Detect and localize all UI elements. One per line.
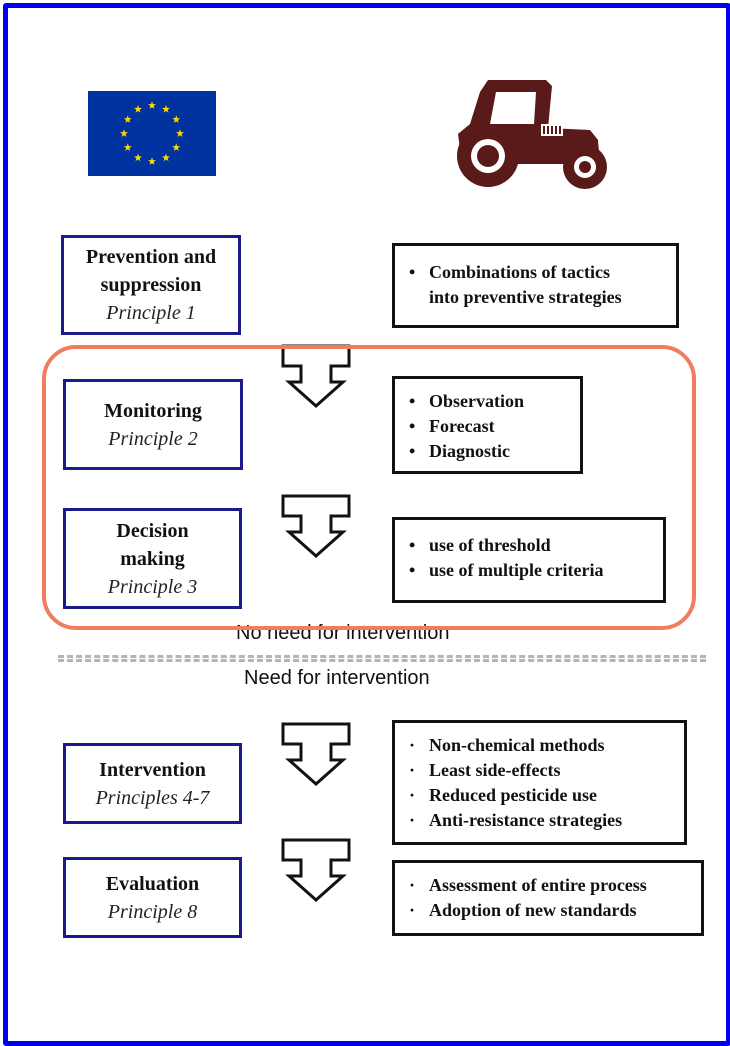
principle-number: Principle 2 <box>108 427 198 450</box>
principle-box-intervention: Intervention Principles 4-7 <box>63 743 242 824</box>
eu-star-icon <box>123 143 132 151</box>
eu-star-icon <box>120 129 128 137</box>
principle-number: Principle 8 <box>107 900 198 923</box>
principle-box-monitoring: Monitoring Principle 2 <box>63 379 243 470</box>
detail-item: ·Adoption of new standards <box>409 900 637 920</box>
down-arrow-icon <box>281 722 351 787</box>
eu-star-icon <box>123 115 132 123</box>
down-arrow-icon <box>281 494 351 559</box>
figure-frame <box>3 3 730 1046</box>
detail-item: •Diagnostic <box>409 441 510 461</box>
eu-star-icon <box>172 143 181 151</box>
detail-item: •Observation <box>409 391 525 411</box>
eu-star-icon <box>134 153 142 162</box>
detail-box-evaluation: ·Assessment of entire process ·Adoption … <box>392 860 704 936</box>
principle-title: Decision making <box>116 519 189 570</box>
detail-item: •use of multiple criteria <box>409 560 604 580</box>
detail-item: into preventive strategies <box>429 287 622 307</box>
principle-title: Monitoring <box>104 399 202 422</box>
detail-box-monitoring: •Observation •Forecast •Diagnostic <box>392 376 583 474</box>
eu-flag-icon <box>88 91 216 176</box>
detail-item: ·Reduced pesticide use <box>409 785 597 805</box>
detail-item: ·Anti-resistance strategies <box>409 810 623 830</box>
down-arrow-icon <box>281 838 351 903</box>
detail-item: ·Assessment of entire process <box>409 875 647 895</box>
detail-item: •use of threshold <box>409 535 551 555</box>
principle-number: Principle 1 <box>106 302 196 324</box>
principle-number: Principle 3 <box>107 575 198 598</box>
principle-box-decision: Decision making Principle 3 <box>63 508 242 609</box>
detail-item: ·Least side-effects <box>409 760 561 780</box>
principle-number: Principles 4-7 <box>95 786 210 809</box>
eu-star-icon <box>176 129 184 137</box>
eu-star-icon <box>148 157 156 165</box>
detail-box-prevention: •Combinations of tactics into preventive… <box>392 243 679 328</box>
detail-item: ·Non-chemical methods <box>409 735 605 755</box>
detail-box-intervention: ·Non-chemical methods ·Least side-effect… <box>392 720 687 845</box>
eu-star-icon <box>162 105 170 113</box>
tractor-icon <box>457 80 607 189</box>
principle-title: Intervention <box>99 758 206 781</box>
detail-item: •Combinations of tactics <box>409 262 610 282</box>
principle-box-evaluation: Evaluation Principle 8 <box>63 857 242 938</box>
eu-star-icon <box>162 153 170 162</box>
detail-item: •Forecast <box>409 416 495 436</box>
detail-box-decision: •use of threshold •use of multiple crite… <box>392 517 666 603</box>
principle-title: Evaluation <box>105 872 200 895</box>
eu-star-icon <box>172 115 181 123</box>
highlight-outline <box>42 345 696 630</box>
need-label: Need for intervention <box>244 667 430 689</box>
principle-box-prevention: Prevention and suppression Principle 1 <box>61 235 241 335</box>
eu-star-icon <box>148 101 156 109</box>
intervention-separator <box>58 655 706 662</box>
down-arrow-icon <box>281 344 351 409</box>
eu-star-icon <box>134 105 142 113</box>
principle-title: Prevention and suppression <box>85 246 217 296</box>
